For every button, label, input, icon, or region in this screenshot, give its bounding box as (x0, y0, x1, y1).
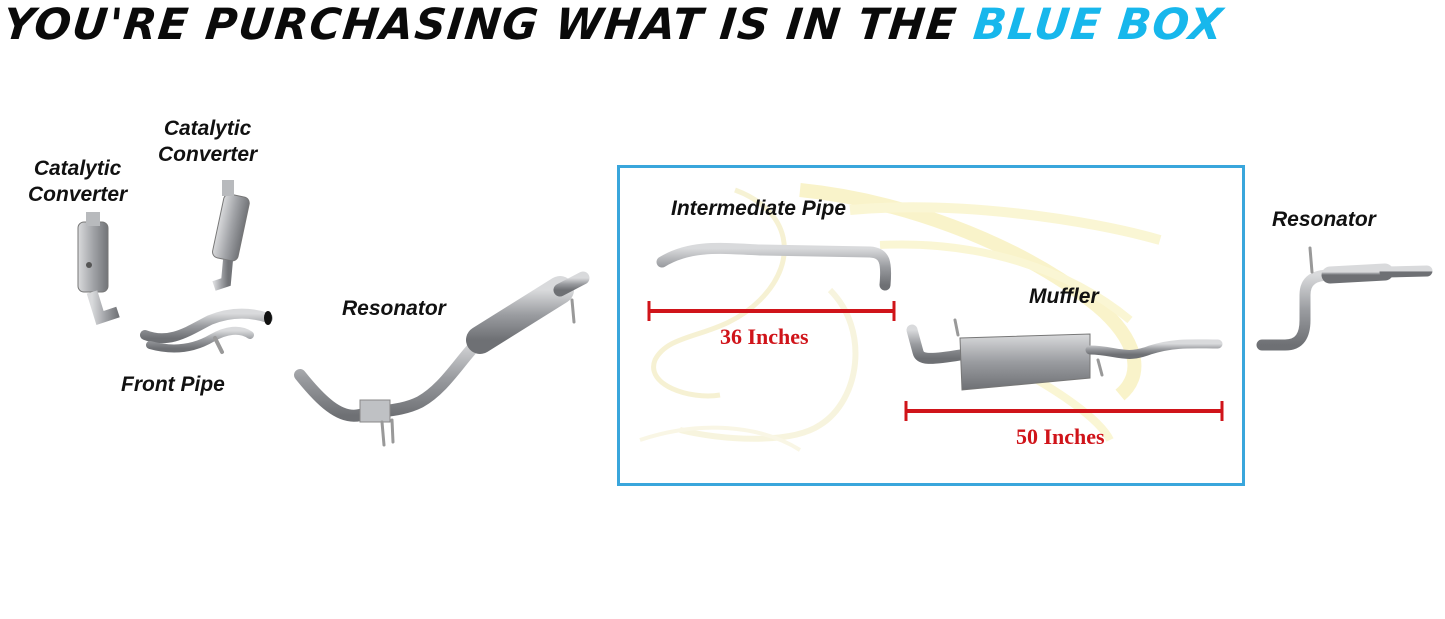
catalytic-converter-right-part (212, 180, 250, 291)
label-line: Converter (28, 183, 128, 206)
blue-selection-box (617, 165, 1245, 486)
label-catalytic-converter-left: Catalytic Converter (28, 156, 127, 208)
catalytic-converter-left-part (77, 212, 120, 325)
front-pipe-part (140, 308, 273, 354)
resonator-front-part (294, 271, 590, 447)
label-resonator-front: Resonator (342, 297, 446, 320)
label-line: Catalytic (33, 157, 122, 180)
muffler-part (906, 318, 1223, 391)
resonator-rear-part (1256, 246, 1433, 351)
dimension-label-muffler: 50 Inches (1016, 424, 1105, 449)
dimension-label-intermediate: 36 Inches (720, 324, 809, 349)
dimension-line-muffler (904, 401, 1224, 421)
label-line: Catalytic (163, 117, 252, 140)
label-intermediate-pipe: Intermediate Pipe (671, 197, 847, 220)
label-muffler: Muffler (1029, 285, 1099, 308)
intermediate-pipe-part (656, 242, 892, 291)
label-resonator-rear: Resonator (1272, 208, 1376, 231)
label-front-pipe: Front Pipe (121, 373, 225, 396)
dimension-line-intermediate (647, 301, 896, 321)
label-catalytic-converter-right: Catalytic Converter (158, 116, 257, 168)
label-line: Converter (158, 143, 258, 166)
